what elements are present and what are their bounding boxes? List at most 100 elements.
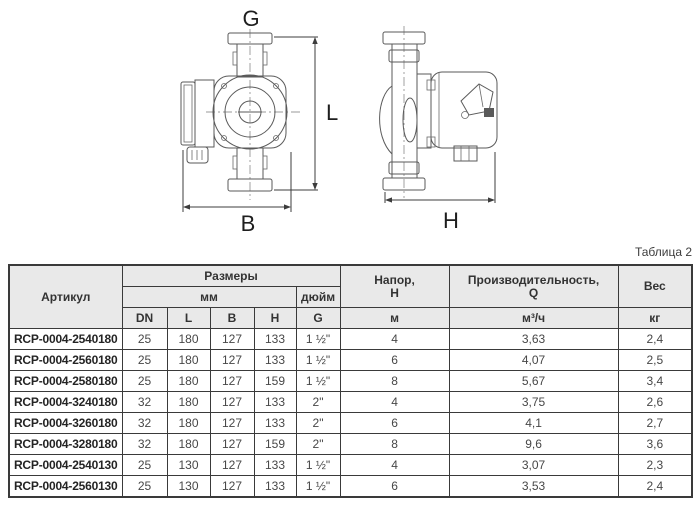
value-cell: 159 — [253, 433, 297, 455]
header-capacity-unit: м³/ч — [448, 307, 619, 329]
value-cell: 127 — [209, 454, 255, 476]
value-cell: 8 — [339, 370, 450, 392]
value-cell: 1 ½" — [295, 475, 341, 498]
header-head: Напор, Н — [339, 264, 450, 308]
value-cell: 127 — [209, 412, 255, 434]
pump-front-view — [180, 29, 300, 200]
value-cell: 8 — [339, 433, 450, 455]
spec-table: Артикул Размеры Напор, Н Производительно… — [8, 264, 694, 498]
value-cell: 130 — [166, 454, 211, 476]
value-cell: 3,75 — [448, 391, 619, 413]
value-cell: 25 — [121, 475, 168, 498]
value-cell: 3,63 — [448, 328, 619, 350]
value-cell: 25 — [121, 370, 168, 392]
value-cell: 2" — [295, 433, 341, 455]
header-mm: мм — [121, 286, 297, 308]
value-cell: 2,7 — [617, 412, 693, 434]
header-dimensions: Размеры — [121, 264, 341, 287]
value-cell: 127 — [209, 391, 255, 413]
value-cell: 180 — [166, 433, 211, 455]
value-cell: 2,5 — [617, 349, 693, 371]
spec-table-header: Артикул Размеры Напор, Н Производительно… — [8, 264, 693, 329]
header-weight: Вес — [617, 264, 693, 308]
value-cell: 127 — [209, 433, 255, 455]
value-cell: 4 — [339, 391, 450, 413]
header-capacity: Производительность, Q — [448, 264, 619, 308]
value-cell: 133 — [253, 391, 297, 413]
value-cell: 2" — [295, 412, 341, 434]
value-cell: 3,4 — [617, 370, 693, 392]
value-cell: 9,6 — [448, 433, 619, 455]
value-cell: 6 — [339, 475, 450, 498]
value-cell: 5,67 — [448, 370, 619, 392]
value-cell: 3,6 — [617, 433, 693, 455]
value-cell: 2,4 — [617, 475, 693, 498]
article-cell: RCP-0004-3280180 — [8, 433, 123, 455]
value-cell: 2,3 — [617, 454, 693, 476]
value-cell: 180 — [166, 328, 211, 350]
value-cell: 127 — [209, 328, 255, 350]
value-cell: 1 ½" — [295, 328, 341, 350]
side-view-dimensions: H — [384, 152, 496, 233]
value-cell: 133 — [253, 454, 297, 476]
article-cell: RCP-0004-3240180 — [8, 391, 123, 413]
value-cell: 180 — [166, 370, 211, 392]
dimension-label-l: L — [326, 100, 338, 125]
pump-drawing: G L B — [180, 6, 498, 236]
value-cell: 2,4 — [617, 328, 693, 350]
value-cell: 1 ½" — [295, 349, 341, 371]
value-cell: 4,1 — [448, 412, 619, 434]
value-cell: 3,07 — [448, 454, 619, 476]
value-cell: 133 — [253, 475, 297, 498]
article-cell: RCP-0004-2560180 — [8, 349, 123, 371]
header-dn: DN — [121, 307, 168, 329]
value-cell: 25 — [121, 349, 168, 371]
article-cell: RCP-0004-2580180 — [8, 370, 123, 392]
header-inch: дюйм — [295, 286, 341, 308]
header-head-unit: м — [339, 307, 450, 329]
dimension-label-h: H — [443, 208, 459, 233]
front-view-dimensions: G L B — [182, 6, 338, 236]
value-cell: 6 — [339, 412, 450, 434]
value-cell: 1 ½" — [295, 454, 341, 476]
value-cell: 133 — [253, 412, 297, 434]
value-cell: 32 — [121, 391, 168, 413]
value-cell: 25 — [121, 328, 168, 350]
value-cell: 1 ½" — [295, 370, 341, 392]
header-article: Артикул — [8, 264, 123, 329]
dimension-label-g: G — [242, 6, 259, 31]
spec-table-wrap: Артикул Размеры Напор, Н Производительно… — [8, 264, 694, 498]
value-cell: 3,53 — [448, 475, 619, 498]
value-cell: 180 — [166, 412, 211, 434]
value-cell: 127 — [209, 349, 255, 371]
value-cell: 32 — [121, 433, 168, 455]
value-cell: 180 — [166, 391, 211, 413]
header-h: H — [253, 307, 297, 329]
article-cell: RCP-0004-2540130 — [8, 454, 123, 476]
value-cell: 180 — [166, 349, 211, 371]
value-cell: 4,07 — [448, 349, 619, 371]
value-cell: 130 — [166, 475, 211, 498]
value-cell: 4 — [339, 328, 450, 350]
value-cell: 25 — [121, 454, 168, 476]
table-caption: Таблица 2 — [634, 245, 692, 259]
value-cell: 133 — [253, 328, 297, 350]
header-weight-unit: кг — [617, 307, 693, 329]
value-cell: 4 — [339, 454, 450, 476]
article-cell: RCP-0004-3260180 — [8, 412, 123, 434]
article-cell: RCP-0004-2540180 — [8, 328, 123, 350]
value-cell: 127 — [209, 475, 255, 498]
dimension-label-b: B — [241, 211, 256, 236]
value-cell: 6 — [339, 349, 450, 371]
value-cell: 2,6 — [617, 391, 693, 413]
header-g: G — [295, 307, 341, 329]
